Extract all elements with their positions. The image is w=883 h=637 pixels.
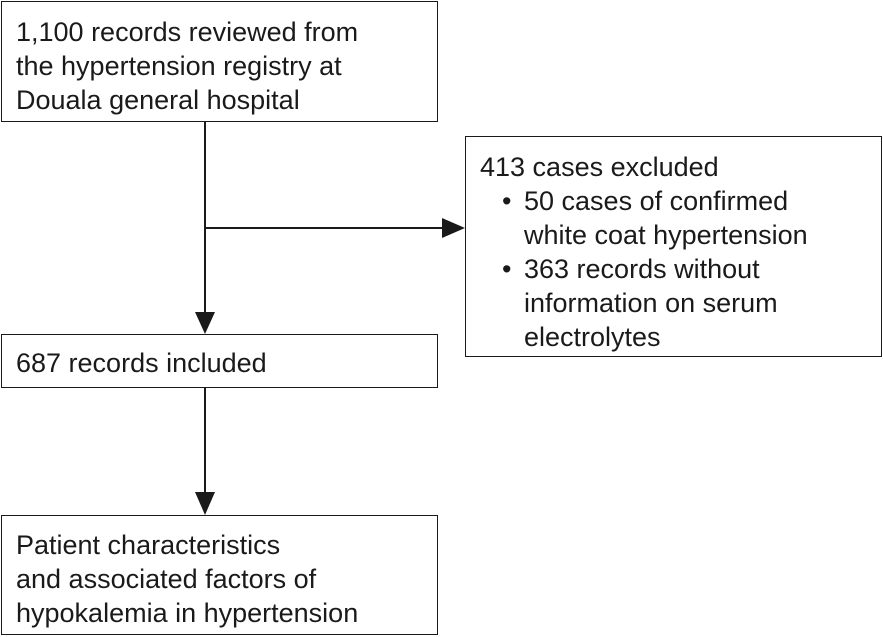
excluded-cases-box: 413 cases excluded • 50 cases of confirm… xyxy=(465,136,882,357)
exclusion-reasons-list: • 50 cases of confirmed white coat hyper… xyxy=(480,184,881,354)
analysis-outcome-line-1: Patient characteristics xyxy=(16,530,281,560)
exclusion-reason-no-electrolytes: • 363 records without information on ser… xyxy=(480,252,881,354)
exclusion-reason-1-line-2: white coat hypertension xyxy=(524,220,808,250)
analysis-outcome-box: Patient characteristics and associated f… xyxy=(1,515,438,635)
records-included-box: 687 records included xyxy=(1,334,438,388)
arrowhead-down-included xyxy=(195,312,215,334)
exclusion-reason-white-coat: • 50 cases of confirmed white coat hyper… xyxy=(480,184,881,252)
analysis-outcome-line-2: and associated factors of xyxy=(16,564,317,594)
records-reviewed-line-1: 1,100 records reviewed from xyxy=(16,17,359,47)
arrowhead-down-final xyxy=(195,492,215,515)
bullet-icon: • xyxy=(502,186,512,216)
analysis-outcome-line-3: hypokalemia in hypertension xyxy=(16,598,359,628)
bullet-icon: • xyxy=(502,254,512,284)
excluded-title: 413 cases excluded xyxy=(480,152,719,182)
exclusion-reason-1-line-1: 50 cases of confirmed xyxy=(524,186,789,216)
exclusion-reason-2-line-1: 363 records without xyxy=(524,254,760,284)
exclusion-reason-2-line-2: information on serum xyxy=(524,288,778,318)
exclusion-reason-2-line-3: electrolytes xyxy=(524,322,661,352)
records-reviewed-line-2: the hypertension registry at xyxy=(16,51,342,81)
records-included-text: 687 records included xyxy=(16,348,267,378)
arrowhead-right-excluded xyxy=(442,218,465,238)
records-reviewed-line-3: Douala general hospital xyxy=(16,85,300,115)
records-reviewed-box: 1,100 records reviewed from the hyperten… xyxy=(1,1,438,122)
